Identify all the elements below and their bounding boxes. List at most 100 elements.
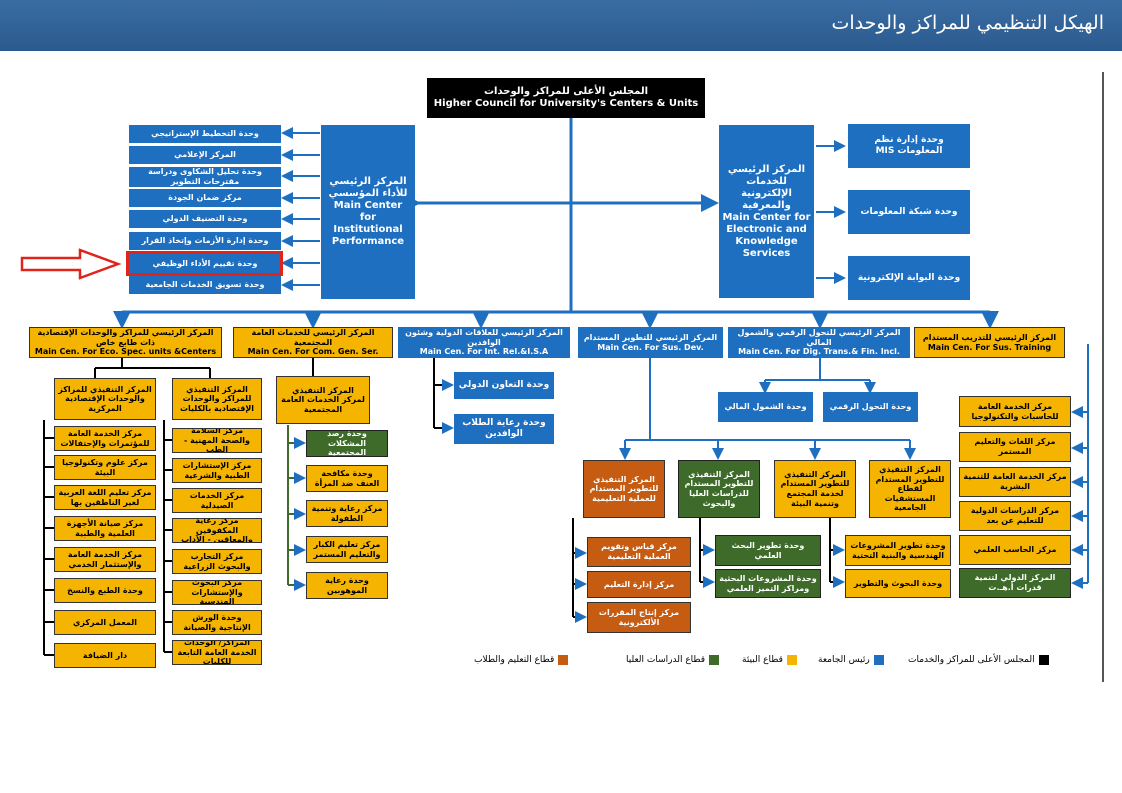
sus-env-item: وحدة تطوير المشروعات الهندسية والبنية ال…	[845, 535, 951, 566]
left-unit-performance-evaluation: وحدة تقييم الأداء الوظيفي	[129, 254, 281, 273]
eco-exec-centers: المركز التنفيذي للمراكز والوحدات الإقتصا…	[54, 378, 156, 420]
row-ar: المركز الرئيسي للتدريب المستدام	[922, 332, 1057, 342]
legend-item: قطاع الدراسات العليا	[626, 655, 720, 665]
left-unit: وحدة تحليل الشكاوى ودراسة مقترحات التطوي…	[129, 167, 281, 187]
main-center-institutional-performance: المركز الرئيسي للأداء المؤسسي Main Cente…	[321, 125, 415, 299]
highlight-frame	[126, 251, 283, 276]
higher-council-en: Higher Council for University's Centers …	[433, 98, 699, 109]
sus-exec-education: المركز التنفيذي للتطوير المستدام للعملية…	[583, 460, 665, 518]
eco-faculty-item: مركز السلامة والصحة المهنية - الطب	[172, 428, 262, 453]
left-unit: وحدة التخطيط الإستراتيجي	[129, 125, 281, 143]
sus-exec-hospitals: المركز التنفيذي للتطوير المستدام لقطاع ا…	[869, 460, 951, 518]
left-unit: المركز الإعلامي	[129, 146, 281, 164]
dig-item: وحدة التحول الرقمي	[823, 392, 918, 422]
row-en: Main Cen. For Dig. Trans.& Fin. Incl.	[738, 347, 900, 357]
com-item: وحدة مكافحة العنف ضد المرأة	[306, 465, 388, 492]
eco-center-item: المعمل المركزي	[54, 610, 156, 635]
legend-label: قطاع الدراسات العليا	[626, 655, 706, 665]
right-main-ar: المركز الرئيسي للخدمات الإلكترونية والمع…	[727, 163, 806, 211]
dig-item: وحدة الشمول المالي	[718, 392, 813, 422]
train-item: مركز الخدمة العامة للحاسبات والتكنولوجيا	[959, 396, 1071, 427]
right-divider	[1102, 72, 1104, 682]
sus-edu-item: مركز إدارة التعليم	[587, 571, 691, 598]
row-en: Main Cen. For Eco. Spec. units &Centers	[34, 347, 217, 357]
train-item: مركز الحاسب العلمي	[959, 535, 1071, 565]
eco-faculty-item: مركز البحوث والإستشارات الهندسية	[172, 580, 262, 605]
page-title: الهيكل التنظيمي للمراكز والوحدات	[831, 12, 1104, 34]
eco-center-item: مركز تعليم اللغة العربية لغير الناطقين ب…	[54, 485, 156, 510]
intl-item: وحدة التعاون الدولي	[454, 372, 554, 399]
sus-exec-environment: المركز التنفيذي للتطوير المستدام لخدمة ا…	[774, 460, 856, 518]
row-ar: المركز الرئيسي للخدمات العامة المجتمعية	[251, 328, 375, 347]
row-en: Main Cen. For Int. Rel.&I.S.A	[419, 347, 549, 357]
legend-item: المجلس الأعلى للمراكز والخدمات	[908, 655, 1049, 665]
eco-faculty-item: مركز رعاية المكفوفين والمعاقين - الآداب	[172, 518, 262, 543]
eco-center-item: مركز علوم وتكنولوجيا البيئة	[54, 455, 156, 480]
sus-edu-item: مركز إنتاج المقررات الألكترونية	[587, 602, 691, 633]
train-item: مركز اللغات والتعليم المستمر	[959, 432, 1071, 462]
main-center-international: المركز الرئيسي للعلاقات الدولية وشئون ال…	[398, 327, 570, 358]
right-unit: وحدة البوابة الإلكترونية	[848, 256, 970, 300]
eco-center-item: مركز صيانة الأجهزة العلمية والطبية	[54, 516, 156, 541]
row-ar: المركز الرئيسي للمراكز والوحدات الإقتصاد…	[37, 328, 214, 347]
legend-label: المجلس الأعلى للمراكز والخدمات	[908, 655, 1035, 665]
legend-item: قطاع التعليم والطلاب	[474, 655, 569, 665]
train-item: مركز الخدمة العامة للتنمية البشرية	[959, 467, 1071, 497]
com-item: وحدة رعاية الموهوبين	[306, 572, 388, 599]
eco-faculty-item: مركز الإستشارات الطبية والشرعية	[172, 458, 262, 483]
eco-center-item: وحدة الطبع والنسخ	[54, 578, 156, 603]
eco-center-item: مركز الخدمة العامة للمؤتمرات والإحتفالات	[54, 426, 156, 451]
train-item: المركز الدولي لتنمية قدرات أ.هـ.ت	[959, 568, 1071, 598]
eco-faculty-item: مركز التجارب والبحوث الزراعية	[172, 549, 262, 574]
left-main-en: Main Center for Institutional Performanc…	[331, 200, 405, 247]
sus-exec-graduate: المركز التنفيذي للتطوير المستدام للدراسا…	[678, 460, 760, 518]
row-en: Main Cen. For Com. Gen. Ser.	[247, 347, 379, 357]
row-ar: المركز الرئيسي للتطوير المستدام	[583, 332, 718, 342]
right-unit: وحدة شبكة المعلومات	[848, 190, 970, 234]
pointer-arrow-icon	[20, 248, 122, 280]
right-main-en: Main Center for Electronic and Knowledge…	[722, 211, 811, 259]
page-header: الهيكل التنظيمي للمراكز والوحدات	[0, 0, 1122, 51]
sus-env-item: وحدة البحوث والتطوير	[845, 569, 951, 598]
eco-faculty-item: المراكز/ الوحدات الخدمة العامة التابعة ل…	[172, 640, 262, 665]
com-item: مركز تعليم الكبار والتعليم المستمر	[306, 536, 388, 563]
legend-label: قطاع التعليم والطلاب	[474, 655, 555, 665]
left-unit: وحدة تسويق الخدمات الجامعية	[129, 276, 281, 294]
higher-council-box: المجلس الأعلى للمراكز والوحدات Higher Co…	[427, 78, 705, 118]
legend-label: رئيس الجامعة	[818, 655, 870, 665]
main-center-eco: المركز الرئيسي للمراكز والوحدات الإقتصاد…	[29, 327, 222, 358]
sus-grad-item: وحدة المشروعات البحثية ومراكز التميز الع…	[715, 569, 821, 598]
eco-faculty-item: مركز الخدمات الصيدلية	[172, 488, 262, 513]
legend-swatch	[558, 655, 569, 665]
row-en: Main Cen. For Sus. Dev.	[597, 342, 704, 352]
legend-label: قطاع البيئة	[742, 655, 783, 665]
legend-item: رئيس الجامعة	[818, 655, 884, 665]
eco-faculty-item: وحدة الورش الإنتاجية والصيانة	[172, 610, 262, 635]
legend-swatch	[1038, 655, 1049, 665]
sus-grad-item: وحدة تطوير البحث العلمي	[715, 535, 821, 566]
eco-exec-faculties: المركز التنفيذي للمراكز والوحدات الإقتصا…	[172, 378, 262, 420]
right-unit: وحدة إدارة نظم المعلومات MIS	[848, 124, 970, 168]
row-ar: المركز الرئيسي للعلاقات الدولية وشئون ال…	[405, 328, 563, 347]
legend-swatch	[709, 655, 720, 665]
row-ar: المركز الرئيسي للتحول الرقمي والشمول الم…	[737, 328, 901, 347]
legend-swatch	[873, 655, 884, 665]
left-unit: مركز ضمان الجودة	[129, 189, 281, 207]
eco-center-item: مركز الخدمة العامة والإستثمار الخدمي	[54, 547, 156, 572]
main-center-digital: المركز الرئيسي للتحول الرقمي والشمول الم…	[728, 327, 910, 358]
train-item: مركز الدراسات الدولية للتعليم عن بعد	[959, 501, 1071, 531]
com-item: وحدة رصد المشكلات المجتمعية	[306, 430, 388, 457]
com-exec: المركز التنفيذي لمركز الخدمات العامة الم…	[276, 376, 370, 424]
legend-item: قطاع البيئة	[742, 655, 797, 665]
higher-council-ar: المجلس الأعلى للمراكز والوحدات	[483, 86, 648, 97]
main-center-electronic-knowledge: المركز الرئيسي للخدمات الإلكترونية والمع…	[719, 125, 814, 298]
left-unit: وحدة إدارة الأزمات وإتخاذ القرار	[129, 232, 281, 250]
left-main-ar: المركز الرئيسي للأداء المؤسسي	[328, 176, 408, 199]
com-item: مركز رعاية وتنمية الطفولة	[306, 500, 388, 527]
legend-swatch	[786, 655, 797, 665]
sus-edu-item: مركز قياس وتقويم العملية التعليمية	[587, 537, 691, 567]
